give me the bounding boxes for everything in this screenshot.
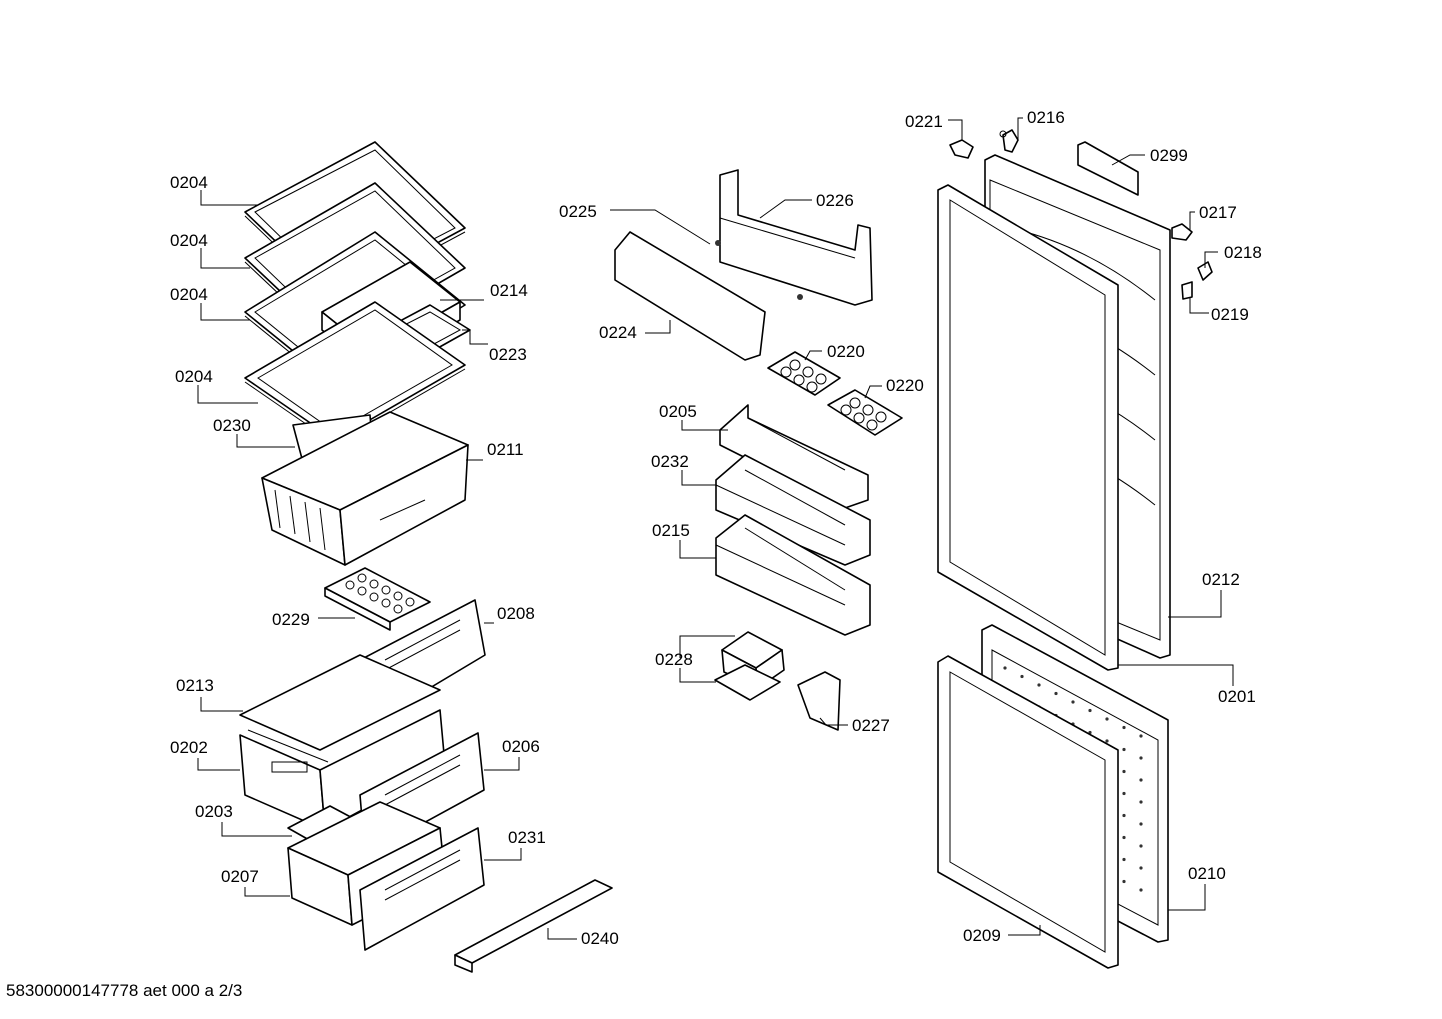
label-0203: 0203: [195, 802, 233, 821]
label-0202: 0202: [170, 738, 208, 757]
panel-dot: [1122, 857, 1126, 862]
document-code: 58300000147778 aet 000 a 2/3: [6, 981, 243, 1000]
door-shelf-2: [715, 514, 871, 636]
label-0240: 0240: [581, 929, 619, 948]
base-cover-strip: [454, 879, 613, 973]
label-0210: 0210: [1188, 864, 1226, 883]
label-0225: 0225: [559, 202, 597, 221]
panel-dot: [1122, 835, 1126, 840]
label-0205: 0205: [659, 402, 697, 421]
panel-dot: [1122, 769, 1126, 774]
panel-dot: [1139, 822, 1143, 826]
label-0215: 0215: [652, 521, 690, 540]
panel-dot: [1020, 674, 1024, 679]
label-0206: 0206: [502, 737, 540, 756]
panel-dot: [1105, 717, 1109, 721]
panel-dot: [1122, 747, 1126, 752]
small-hinge-cap: [949, 139, 974, 159]
label-0207: 0207: [221, 867, 259, 886]
label-0218: 0218: [1224, 243, 1262, 262]
label-0201: 0201: [1218, 687, 1256, 706]
panel-dot: [1054, 691, 1058, 696]
hinge-cover: [1181, 281, 1193, 300]
ice-cube-tray: [324, 567, 431, 631]
label-0220-b: 0220: [886, 376, 924, 395]
label-0213: 0213: [176, 676, 214, 695]
egg-tray-1: [767, 351, 841, 396]
label-0228: 0228: [655, 650, 693, 669]
panel-dot: [1122, 725, 1126, 730]
label-0208: 0208: [497, 604, 535, 623]
label-0204-b: 0204: [170, 231, 208, 250]
door-shelf-1: [715, 454, 871, 566]
panel-dot: [1139, 800, 1143, 804]
label-0217: 0217: [1199, 203, 1237, 222]
label-0232: 0232: [651, 452, 689, 471]
vegetable-drawer: [261, 411, 469, 566]
label-0211: 0211: [487, 440, 524, 459]
label-0227: 0227: [852, 716, 890, 735]
label-0231: 0231: [508, 828, 546, 847]
hinge-part: [999, 129, 1019, 153]
panel-dot: [1105, 739, 1109, 743]
panel-dot: [1003, 666, 1007, 670]
label-0209: 0209: [963, 926, 1001, 945]
freezer-door-gasket: [937, 655, 1119, 969]
panel-dot: [1139, 888, 1143, 892]
label-0223: 0223: [489, 345, 527, 364]
panel-dot: [1122, 813, 1126, 818]
label-0230: 0230: [213, 416, 251, 435]
freezer-drawer-1: [239, 654, 446, 831]
label-0216: 0216: [1027, 108, 1065, 127]
panel-dot: [1037, 683, 1041, 687]
label-0220-a: 0220: [827, 342, 865, 361]
panel-dot: [1139, 844, 1143, 848]
panel-dot: [1071, 700, 1075, 704]
freezer-drawer-front-3: [359, 827, 485, 951]
label-0204-a: 0204: [170, 173, 208, 192]
dairy-compartment: [715, 169, 873, 306]
dairy-compartment-lid: [614, 231, 766, 361]
panel-dot: [1122, 879, 1126, 884]
label-0229: 0229: [272, 610, 310, 629]
label-0212: 0212: [1202, 570, 1240, 589]
hinge-bracket: [1171, 223, 1193, 241]
label-0221: 0221: [905, 112, 943, 131]
label-0214: 0214: [490, 281, 528, 300]
label-0219: 0219: [1211, 305, 1249, 324]
panel-dot: [1139, 866, 1143, 870]
label-plate: [1077, 141, 1139, 196]
label-0226: 0226: [816, 191, 854, 210]
door-divider: [797, 671, 841, 731]
butter-box: [714, 631, 785, 701]
panel-dot: [1088, 708, 1092, 713]
fridge-door-gasket: [937, 184, 1119, 671]
panel-dot: [1139, 756, 1143, 760]
egg-tray-2: [827, 389, 903, 436]
panel-dot: [1139, 778, 1143, 782]
label-0204-d: 0204: [175, 367, 213, 386]
bottle-shelf-small: [719, 404, 869, 509]
panel-dot: [1139, 734, 1143, 738]
part-labels: 0204 0204 0204 0204 0214 0223 0230 0211 …: [170, 108, 1262, 948]
panel-dot: [1122, 791, 1126, 796]
leader-lines: [197, 117, 1234, 940]
label-0224: 0224: [599, 323, 637, 342]
label-0299: 0299: [1150, 146, 1188, 165]
label-0204-c: 0204: [170, 285, 208, 304]
